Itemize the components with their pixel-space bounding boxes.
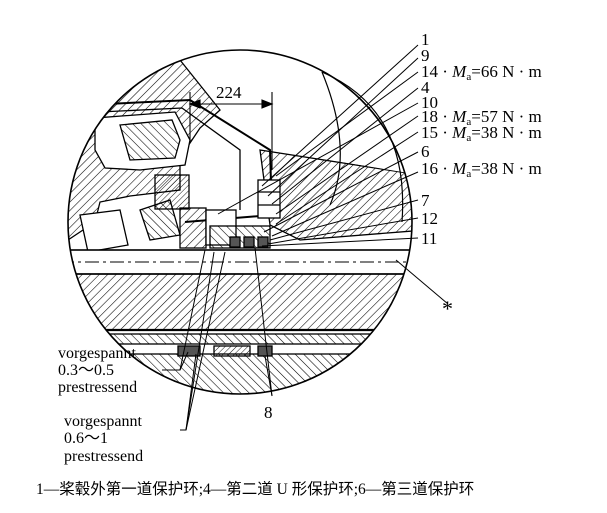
shaft-body xyxy=(68,273,412,331)
label-1: 1 xyxy=(421,30,430,49)
label-8: 8 xyxy=(264,403,273,422)
preload-note-lower-line2: 0.6～1 xyxy=(64,430,109,447)
leader-lines xyxy=(217,44,449,397)
preload-note-upper-line3: prestressend xyxy=(58,379,138,396)
label-7: 7 xyxy=(421,191,430,210)
torque-label-18: 18 · Ma=57 N · m xyxy=(421,107,542,128)
housing-inner-block xyxy=(119,119,181,161)
lower-seal-c xyxy=(257,345,273,357)
right-shell-upper xyxy=(300,50,412,175)
lower-seal-b xyxy=(213,345,251,357)
label-10: 10 xyxy=(421,93,438,112)
frame-outline xyxy=(84,98,274,223)
seal-lip-a xyxy=(229,236,241,248)
seal-lip-c xyxy=(257,236,269,248)
label-9: 9 xyxy=(421,46,430,65)
torque-label-14: 14 · Ma=66 N · m xyxy=(421,62,542,83)
preload-note-upper-line1: vorgespannt xyxy=(58,345,136,362)
seal-lip-b xyxy=(243,236,255,248)
label-6: 6 xyxy=(421,142,430,161)
lens-arc-outer xyxy=(321,71,404,223)
preload-note-lower-line3: prestressend xyxy=(64,448,144,465)
roller-left xyxy=(79,209,129,253)
dimension-224: 224 xyxy=(216,83,242,102)
seal-ring-2 xyxy=(179,207,207,249)
torque-label-16: 16 · Ma=38 N · m xyxy=(421,159,542,180)
figure-caption: 1—桨毂外第一道保护环;4—第二道 U 形保护环;6—第三道保护环 xyxy=(36,481,475,498)
asterisk-marker: * xyxy=(442,296,453,321)
label-11: 11 xyxy=(421,229,438,248)
label-12: 12 xyxy=(421,209,438,228)
lens-arc-inner xyxy=(321,71,341,206)
dimension-224-lines xyxy=(188,92,274,170)
torque-label-15: 15 · Ma=38 N · m xyxy=(421,123,542,144)
detail-circle xyxy=(67,49,413,395)
lower-seal-a xyxy=(177,345,201,357)
inner-frame xyxy=(99,107,241,210)
label-4: 4 xyxy=(421,78,430,97)
preload-note-lower-line1: vorgespannt xyxy=(64,413,142,430)
preload-note-upper-line2: 0.3～0.5 xyxy=(58,362,115,379)
roller-hatch xyxy=(139,199,181,241)
preload-leaders xyxy=(162,249,226,431)
